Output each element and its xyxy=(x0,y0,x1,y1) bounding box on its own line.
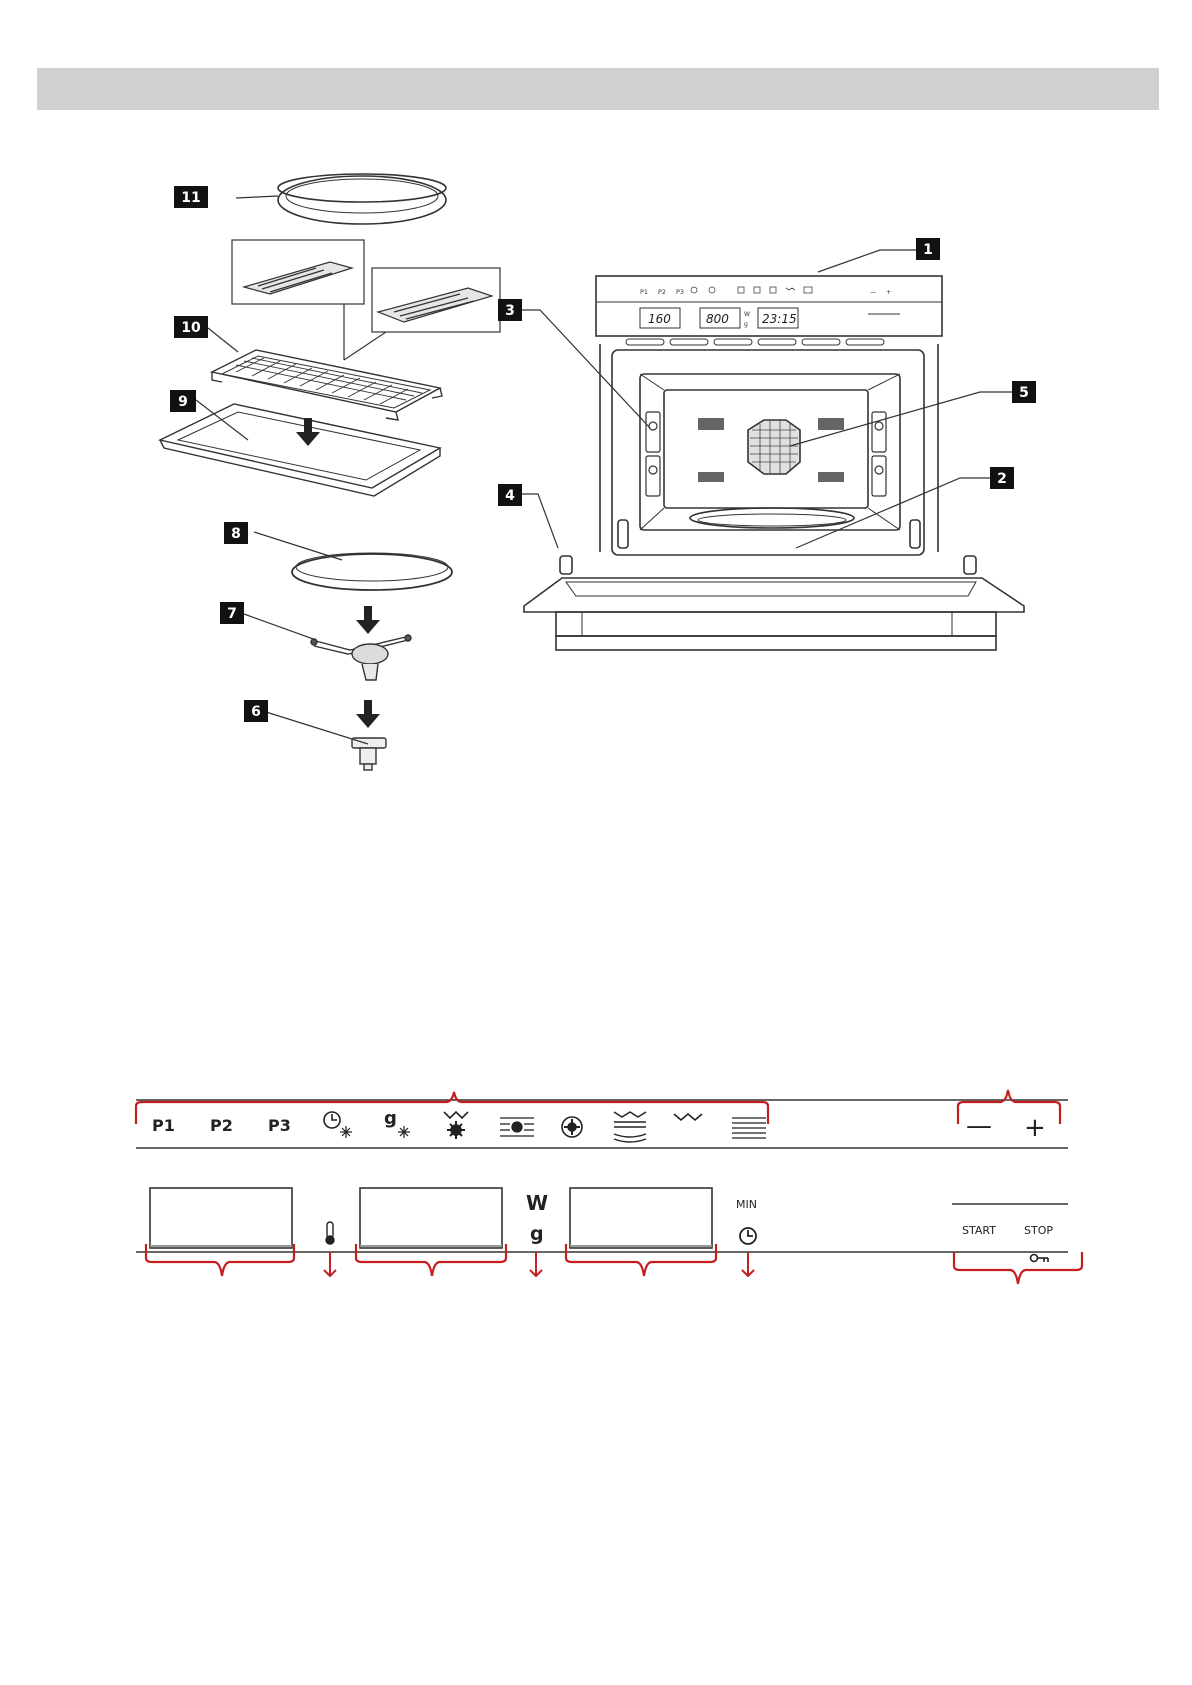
accessory-wire-rack xyxy=(212,350,442,420)
oven-panel-buttons: P1 P2 P3 — + xyxy=(640,288,891,296)
svg-text:9: 9 xyxy=(178,394,188,410)
oven-display-power: 800 xyxy=(706,312,729,326)
display-power-weight xyxy=(360,1188,502,1248)
unit-g-label: g xyxy=(530,1223,544,1245)
top-bottom-heat-icon[interactable] xyxy=(614,1112,646,1142)
oven-btn-plus: + xyxy=(886,288,891,296)
oven-display-time: 23:15 xyxy=(762,312,797,326)
oven-display-temp: 160 xyxy=(648,312,671,326)
timer-defrost-icon[interactable] xyxy=(324,1112,352,1138)
svg-text:7: 7 xyxy=(227,606,237,622)
callout-badge-7: 7 xyxy=(220,602,244,624)
display-time xyxy=(570,1188,712,1248)
display-temperature xyxy=(150,1188,292,1248)
plus-button[interactable]: + xyxy=(1024,1113,1046,1143)
callout-badges: 1 2 3 4 5 6 7 8 9 10 11 xyxy=(170,186,1036,722)
oven-display-readouts: 160 800 23:15 xyxy=(648,312,797,326)
svg-text:1: 1 xyxy=(923,242,933,258)
oven-unit-w: W xyxy=(744,311,750,318)
oven-btn-p3: P3 xyxy=(676,288,684,296)
clock-icon xyxy=(740,1228,756,1244)
arrow-down-support xyxy=(356,700,380,728)
unit-w-label: W xyxy=(526,1191,548,1215)
fan-heat-icon[interactable] xyxy=(500,1118,534,1136)
callout-badge-4: 4 xyxy=(498,484,522,506)
accessory-glass-plate xyxy=(292,553,452,590)
program-button-p3[interactable]: P3 xyxy=(268,1116,291,1135)
display-boxes xyxy=(150,1188,712,1248)
oven-btn-minus: — xyxy=(870,288,877,296)
minus-button[interactable]: — xyxy=(966,1111,992,1141)
svg-text:3: 3 xyxy=(505,303,515,319)
svg-text:5: 5 xyxy=(1019,385,1029,401)
arrow-down-plate xyxy=(356,606,380,634)
program-button-p1[interactable]: P1 xyxy=(152,1116,175,1135)
svg-text:11: 11 xyxy=(181,190,200,206)
oven-panel-mini-icons xyxy=(691,287,812,293)
indicator-arrows xyxy=(324,1252,754,1276)
weight-defrost-icon[interactable]: g xyxy=(384,1108,410,1138)
oven-unit-g: g xyxy=(744,321,748,328)
callout-badge-6: 6 xyxy=(244,700,268,722)
grill-insert-box-right xyxy=(372,268,500,332)
min-label: MIN xyxy=(736,1198,757,1211)
callout-badge-2: 2 xyxy=(990,467,1014,489)
callout-badge-11: 11 xyxy=(174,186,208,208)
start-button[interactable]: START xyxy=(962,1224,996,1237)
bracket-bottom-displays xyxy=(146,1244,1082,1284)
svg-text:8: 8 xyxy=(231,526,241,542)
grill-icon[interactable] xyxy=(674,1114,702,1120)
weight-defrost-g: g xyxy=(384,1108,397,1129)
grill-insert-box-left xyxy=(232,240,364,304)
svg-text:4: 4 xyxy=(505,488,515,504)
svg-text:6: 6 xyxy=(251,704,261,720)
oven-btn-p1: P1 xyxy=(640,288,648,296)
callout-badge-5: 5 xyxy=(1012,381,1036,403)
accessory-pizza-tray xyxy=(278,174,446,224)
fan-icon[interactable] xyxy=(562,1117,582,1137)
callout-badge-3: 3 xyxy=(498,299,522,321)
svg-text:10: 10 xyxy=(181,320,201,336)
callout-badge-10: 10 xyxy=(174,316,208,338)
microwave-icon[interactable] xyxy=(732,1118,766,1138)
svg-text:2: 2 xyxy=(997,471,1007,487)
callout-badge-9: 9 xyxy=(170,390,196,412)
program-button-p2[interactable]: P2 xyxy=(210,1116,233,1135)
accessory-roller-support xyxy=(311,635,411,680)
oven-display-units: W g xyxy=(744,311,750,328)
oven-btn-p2: P2 xyxy=(658,288,666,296)
accessory-coupler xyxy=(352,738,386,770)
stop-button[interactable]: STOP xyxy=(1024,1224,1053,1237)
thermometer-icon xyxy=(326,1222,334,1244)
callout-badge-1: 1 xyxy=(916,238,940,260)
oven-body xyxy=(524,276,1024,650)
callout-badge-8: 8 xyxy=(224,522,248,544)
grill-fan-icon[interactable] xyxy=(444,1112,468,1139)
key-lock-icon xyxy=(1031,1255,1049,1263)
